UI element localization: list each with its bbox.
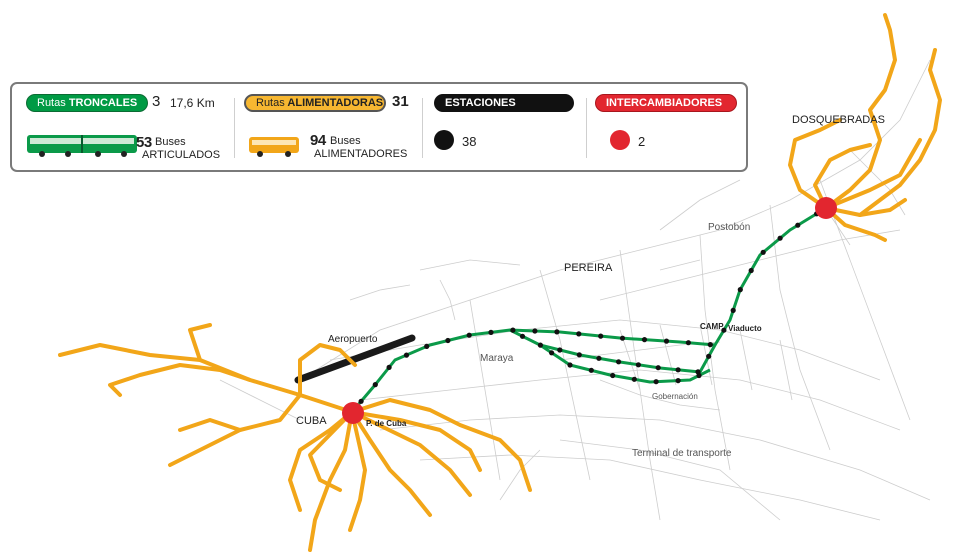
station-dot [655,365,661,371]
interchange-cuba [342,402,364,424]
feeder-bus-text-1: Buses [330,135,361,147]
station-dot [675,367,681,373]
station-dot [576,331,582,337]
map-label-maraya: Maraya [480,353,514,364]
station-dot [619,335,626,341]
alimentadoras-count: 31 [392,93,409,110]
estaciones-count: 38 [462,134,477,149]
interchange-markers [342,197,837,424]
legend-divider-2 [422,98,423,158]
station-dot [557,347,563,353]
station-dot [748,267,754,274]
station-dot [488,329,494,335]
intercambiadores-count: 2 [638,134,646,149]
feeder-routes [58,13,942,552]
troncales-count: 3 [152,93,161,110]
station-dot [519,333,526,339]
map-label-terminal: Terminal de transporte [632,448,732,459]
interchange-marker-icon [610,130,630,150]
station-dot [549,350,555,356]
station-dot [616,359,622,365]
articulated-bus-text-1: Buses [155,136,186,148]
station-dot [730,307,736,313]
legend-divider-3 [586,98,587,158]
station-dot [760,249,766,255]
street-network [219,59,931,521]
map-label-gobernacion: Gobernación [652,392,698,401]
estaciones-label: ESTACIONES [434,94,574,112]
articulated-bus-count: 53 [136,134,152,151]
station-dot [663,338,670,344]
station-dot [631,376,637,382]
station-dot [445,337,451,344]
station-dot [358,398,364,404]
articulated-bus-icon [27,135,137,157]
station-dot [653,379,659,385]
map-label-cuba: CUBA [296,415,327,427]
station-dot [777,235,783,241]
station-dot [675,378,681,384]
legend-divider-1 [234,98,235,158]
map-label-aeropuerto: Aeropuerto [328,334,378,345]
station-dot [576,352,582,358]
station-dot [537,342,544,348]
station-dot [706,353,712,359]
station-dot [635,362,642,368]
station-dot [596,355,602,361]
map-label-dosquebradas: DOSQUEBRADAS [792,114,885,126]
station-dot [403,352,410,358]
airport-runway [294,334,416,384]
station-dot [386,364,392,370]
stations [358,211,820,404]
station-marker-icon [434,130,454,150]
troncales-length: 17,6 Km [170,96,215,110]
map-label-camp: CAMP [700,322,724,331]
legend-box: Rutas TRONCALES 3 17,6 Km 53 Buses ARTIC… [10,82,748,172]
map-label-pereira: PEREIRA [564,262,613,274]
station-dot [707,342,713,348]
articulated-bus-text-2: ARTICULADOS [142,149,221,161]
alimentadoras-label: Rutas ALIMENTADORAS [244,94,386,112]
station-dot [685,340,692,346]
map-label-postobon: Postobón [708,222,751,233]
station-dot [466,332,472,338]
station-dot [737,287,743,293]
station-dot [372,382,378,388]
feeder-bus-count: 94 [310,132,326,149]
map-label-p-de-cuba: P. de Cuba [366,419,407,428]
map-label-viaducto: Viaducto [728,324,762,333]
station-dot [610,372,616,379]
feeder-bus-icon [249,137,299,157]
station-dot [567,362,573,368]
station-dot [510,327,516,333]
station-dot [424,343,430,349]
station-dot [795,222,801,228]
station-dot [641,337,648,343]
station-dot [554,329,560,335]
trunk-routes [350,206,827,413]
station-dot [721,327,727,333]
station-dot [532,328,538,334]
interchange-dosquebradas [815,197,837,219]
station-dot [696,372,702,379]
feeder-bus-text-2: ALIMENTADORES [314,148,408,160]
station-dot [598,333,604,339]
troncales-label: Rutas TRONCALES [26,94,148,112]
station-dot [588,367,594,373]
intercambiadores-label: INTERCAMBIADORES [595,94,737,112]
